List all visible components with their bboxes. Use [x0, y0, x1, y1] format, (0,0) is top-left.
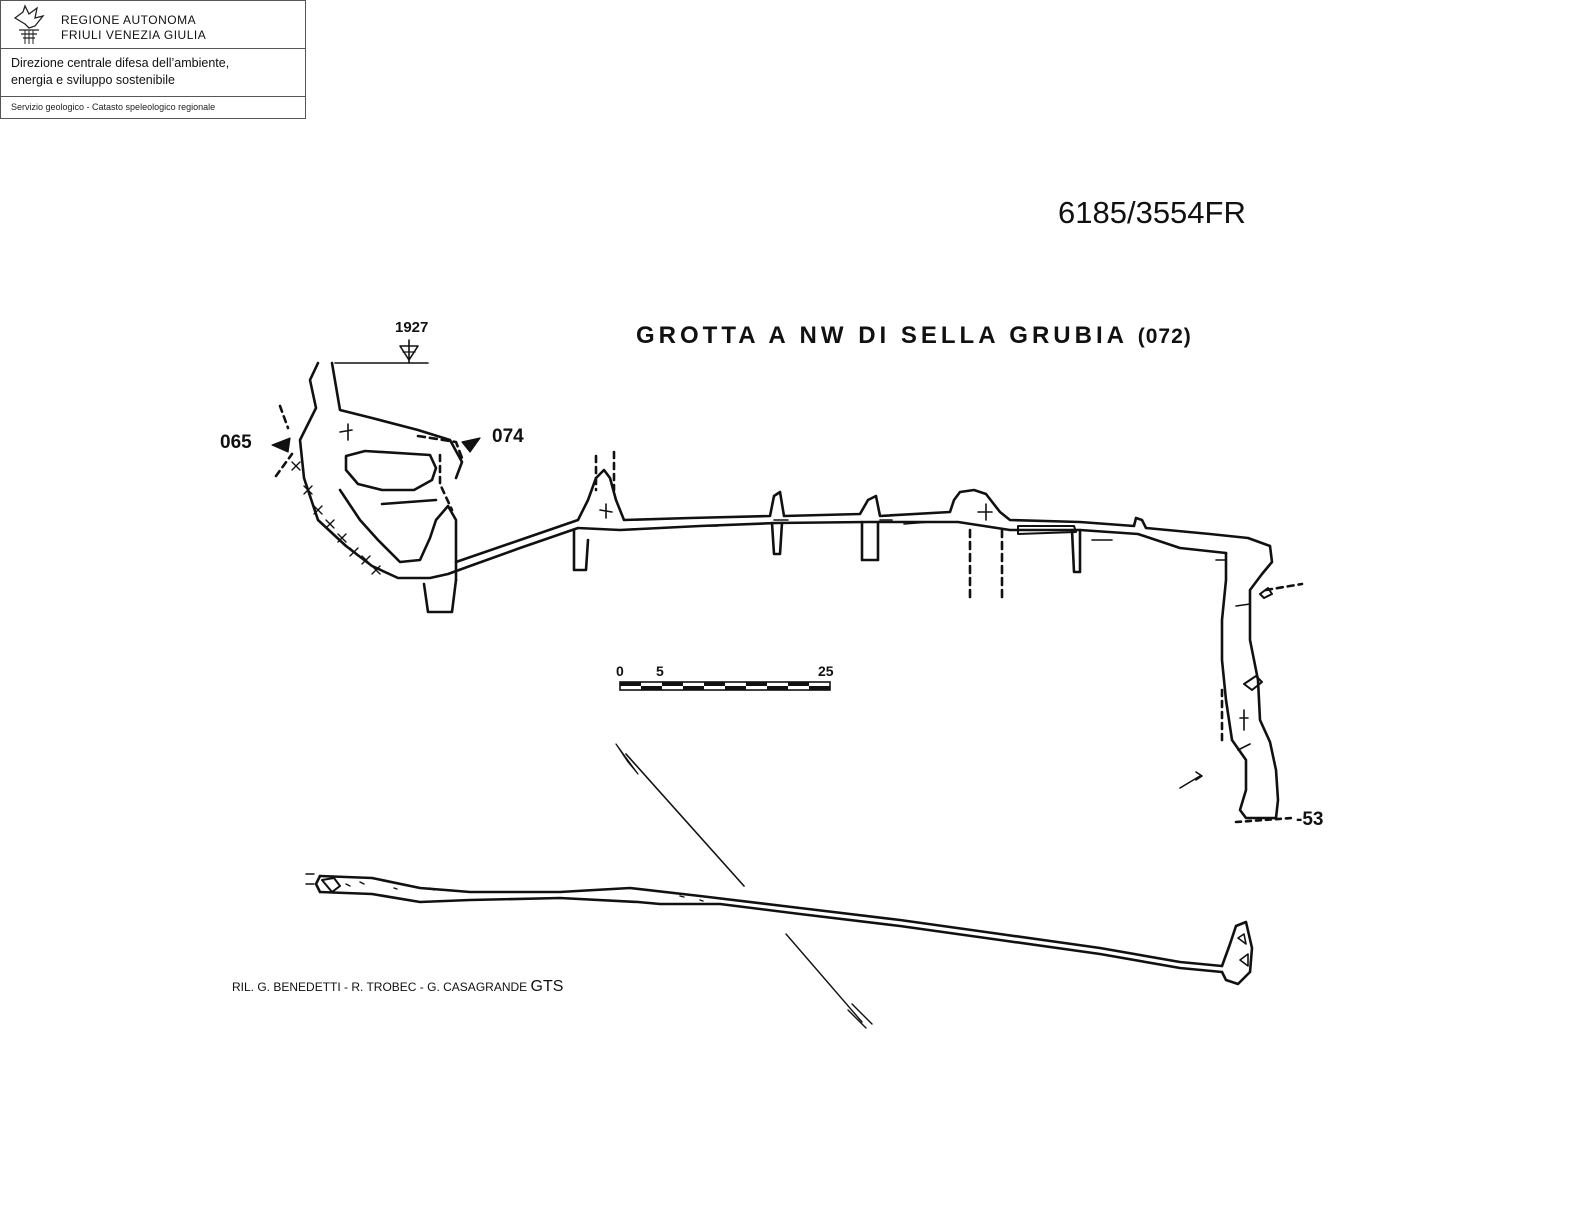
header-org-row: REGIONE AUTONOMA FRIULI VENEZIA GIULIA	[1, 1, 305, 49]
entrance-074-arrow	[461, 437, 481, 453]
scale-bar	[619, 681, 831, 691]
cave-title-suffix: (072)	[1137, 325, 1192, 348]
section-profile	[274, 361, 1304, 824]
survey-credits-group: GTS	[530, 978, 564, 995]
entrance-065-arrow	[271, 437, 291, 453]
department-line1: Direzione centrale difesa dell’ambiente,	[11, 56, 230, 70]
header-dept-row: Direzione centrale difesa dell’ambiente,…	[1, 48, 305, 97]
service-name: Servizio geologico - Catasto speleologic…	[11, 102, 216, 112]
cave-cadastral-code: 6185/3554FR	[1058, 195, 1246, 230]
depth-label: -53	[1296, 809, 1323, 830]
scree-symbols	[291, 461, 381, 575]
cave-title-text: GROTTA A NW DI SELLA GRUBIA	[636, 322, 1128, 349]
header-service-row: Servizio geologico - Catasto speleologic…	[1, 96, 305, 119]
org-name-line2: FRIULI VENEZIA GIULIA	[61, 28, 207, 42]
header-box: REGIONE AUTONOMA FRIULI VENEZIA GIULIA D…	[0, 0, 306, 119]
north-arrow	[615, 743, 873, 1029]
entrance-074-label: 074	[492, 426, 524, 447]
survey-credits: RIL. G. BENEDETTI - R. TROBEC - G. CASAG…	[232, 978, 564, 995]
org-name-line1: REGIONE AUTONOMA	[61, 13, 197, 27]
department-line2: energia e sviluppo sostenibile	[11, 73, 175, 87]
entrance-065-label: 065	[220, 432, 252, 453]
scale-label-25: 25	[818, 663, 834, 679]
elevation-label: 1927	[395, 319, 428, 336]
scale-label-5: 5	[656, 663, 664, 679]
eagle-emblem-icon	[13, 4, 45, 44]
survey-credits-text: RIL. G. BENEDETTI - R. TROBEC - G. CASAG…	[232, 980, 528, 994]
scale-label-0: 0	[616, 663, 624, 679]
elevation-marker	[334, 339, 429, 364]
cave-title: GROTTA A NW DI SELLA GRUBIA (072)	[636, 322, 1192, 351]
plan-view	[305, 873, 1254, 986]
